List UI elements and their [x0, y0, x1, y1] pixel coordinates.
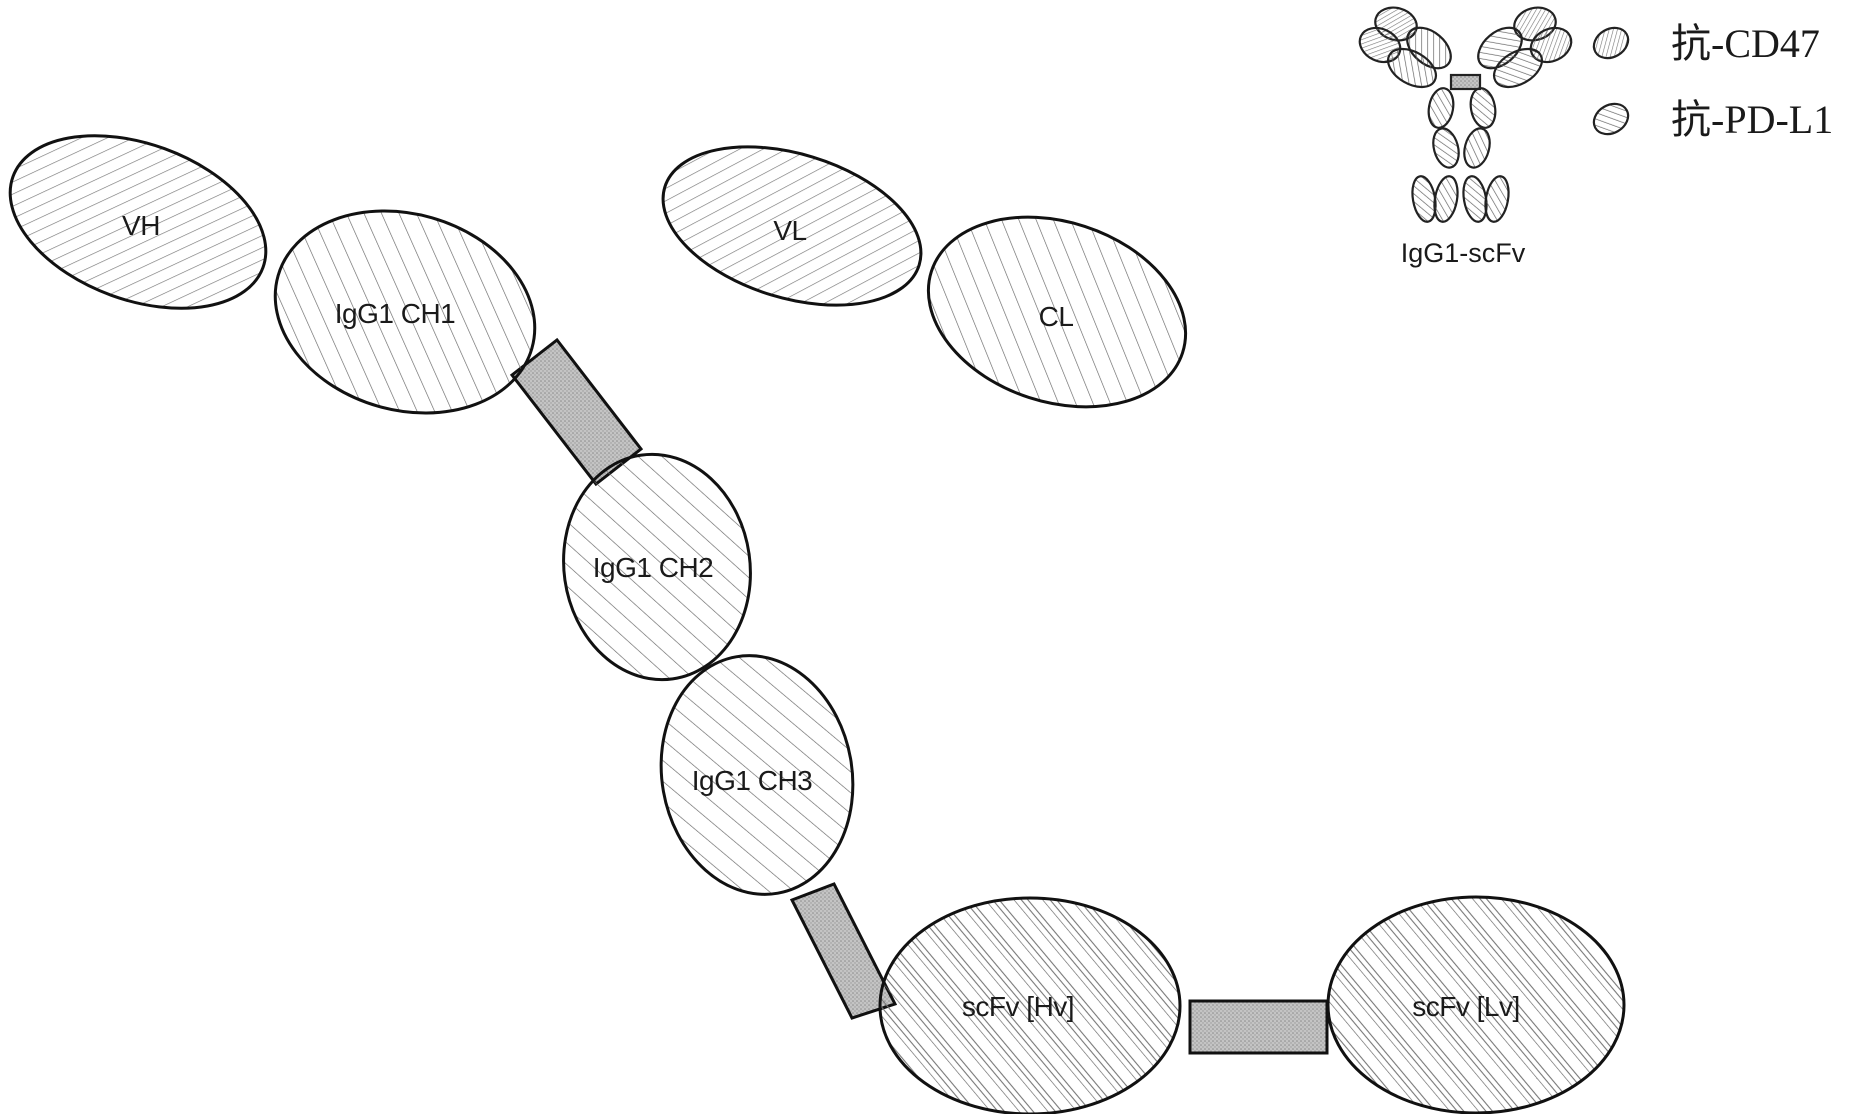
scfv-internal-linker	[1188, 999, 1329, 1055]
domain-label: scFv [Lv]	[1412, 991, 1520, 1022]
domain-label: scFv [Hv]	[962, 991, 1074, 1022]
domain-label: VH	[122, 210, 160, 241]
dense-hatch-swatch-icon	[1592, 26, 1630, 60]
legend-label: 抗-CD47	[1671, 21, 1820, 66]
domain-label: IgG1 CH1	[335, 298, 456, 329]
domain-label: IgG1 CH3	[692, 765, 813, 796]
legend-entry-anti-cd47: 抗-CD47	[1592, 21, 1820, 66]
domain-ch2: IgG1 CH2	[562, 452, 752, 682]
wide-hatch-swatch-icon	[1592, 102, 1630, 136]
legend-label: 抗-PD-L1	[1671, 97, 1833, 142]
antibody-format-icon	[1358, 6, 1573, 223]
legend-entry-anti-pd-l1: 抗-PD-L1	[1592, 97, 1833, 142]
domain-vl: VL	[661, 145, 923, 307]
hinge-linker	[509, 337, 644, 487]
domain-scfv-lv: scFv [Lv]	[1326, 895, 1626, 1114]
domain-ch3: IgG1 CH3	[659, 654, 855, 896]
domain-scfv-hv: scFv [Hv]	[878, 896, 1182, 1114]
domain-ch1: IgG1 CH1	[273, 209, 537, 415]
format-caption: IgG1-scFv	[1401, 238, 1526, 268]
domain-vh: VH	[8, 134, 268, 310]
domain-label: VL	[773, 215, 806, 246]
domain-label: CL	[1039, 301, 1074, 332]
domain-label: IgG1 CH2	[593, 552, 714, 583]
domain-cl: CL	[926, 215, 1188, 409]
